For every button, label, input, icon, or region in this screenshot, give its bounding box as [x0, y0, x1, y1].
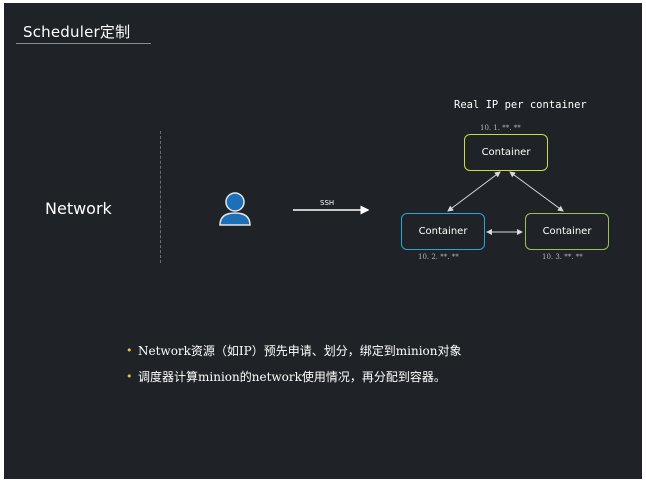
container-top: Container [464, 134, 548, 171]
link-top-left [447, 171, 501, 212]
bullet-dot-icon: • [126, 369, 133, 383]
container-left: Container [401, 213, 485, 250]
diagram-connectors [219, 171, 564, 235]
dashed-divider [160, 131, 161, 263]
slide: Scheduler定制 Network SSH Real IP per c [4, 3, 642, 479]
container-right: Container [525, 213, 609, 250]
bullet-text: Network资源（如IP）预先申请、划分，绑定到minion对象 [138, 343, 462, 358]
container-left-ip: 10. 2. **. ** [418, 253, 459, 261]
user-icon [219, 192, 251, 226]
section-label: Network [45, 199, 112, 218]
link-top-right [509, 171, 564, 212]
bullet-list: • Network资源（如IP）预先申请、划分，绑定到minion对象 • 调度… [126, 341, 461, 393]
bullet-dot-icon: • [126, 343, 133, 357]
ssh-label: SSH [320, 199, 335, 207]
title-underline [16, 43, 151, 44]
container-top-ip: 10. 1. **. ** [480, 124, 521, 132]
diagram-heading: Real IP per container [454, 99, 587, 111]
slide-title: Scheduler定制 [23, 23, 131, 41]
container-right-ip: 10. 3. **. ** [542, 253, 583, 261]
bullet-item: • 调度器计算minion的network使用情况，再分配到容器。 [126, 367, 461, 385]
bullet-item: • Network资源（如IP）预先申请、划分，绑定到minion对象 [126, 341, 461, 359]
bullet-text: 调度器计算minion的network使用情况，再分配到容器。 [138, 369, 446, 384]
